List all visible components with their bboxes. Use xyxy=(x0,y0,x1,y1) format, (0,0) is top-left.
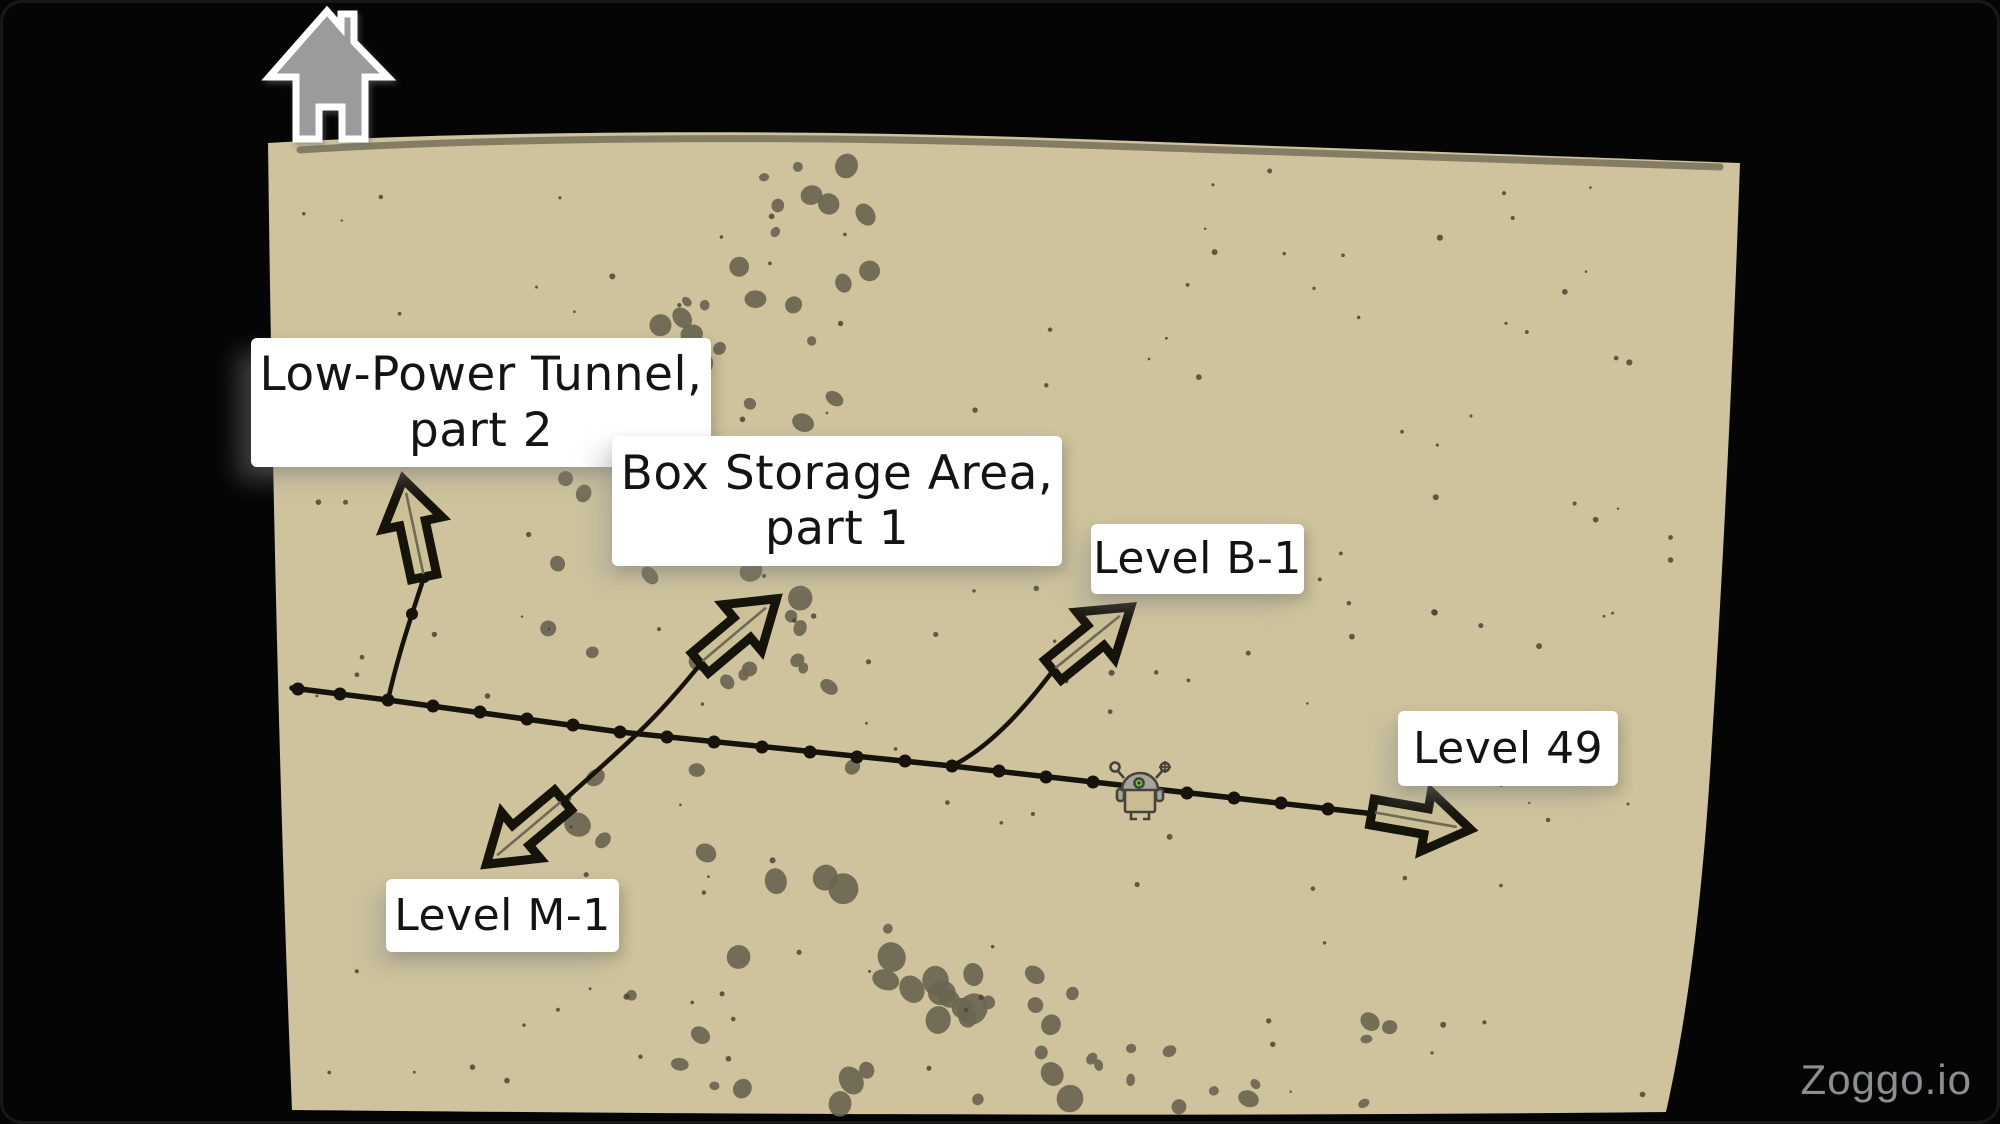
label-line: Level B-1 xyxy=(1093,533,1302,585)
map-label-box-storage-area[interactable]: Box Storage Area, part 1 xyxy=(612,436,1062,566)
label-line: Level M-1 xyxy=(394,889,611,941)
home-button[interactable] xyxy=(258,4,400,146)
player-robot-sprite xyxy=(1109,761,1171,821)
label-line: Box Storage Area, xyxy=(620,445,1054,501)
home-icon xyxy=(261,5,397,143)
map-label-level-b-1[interactable]: Level B-1 xyxy=(1091,524,1304,594)
map-sheet xyxy=(268,132,1740,1115)
watermark: Zoggo.io xyxy=(1800,1056,1972,1103)
label-line: part 2 xyxy=(408,402,554,458)
map-label-level-49[interactable]: Level 49 xyxy=(1398,711,1618,786)
map-top-shade xyxy=(296,135,1724,171)
label-line: part 1 xyxy=(764,501,910,556)
map-label-level-m-1[interactable]: Level M-1 xyxy=(386,879,619,952)
label-line: Low-Power Tunnel, xyxy=(259,347,703,403)
label-line: Level 49 xyxy=(1412,722,1604,774)
